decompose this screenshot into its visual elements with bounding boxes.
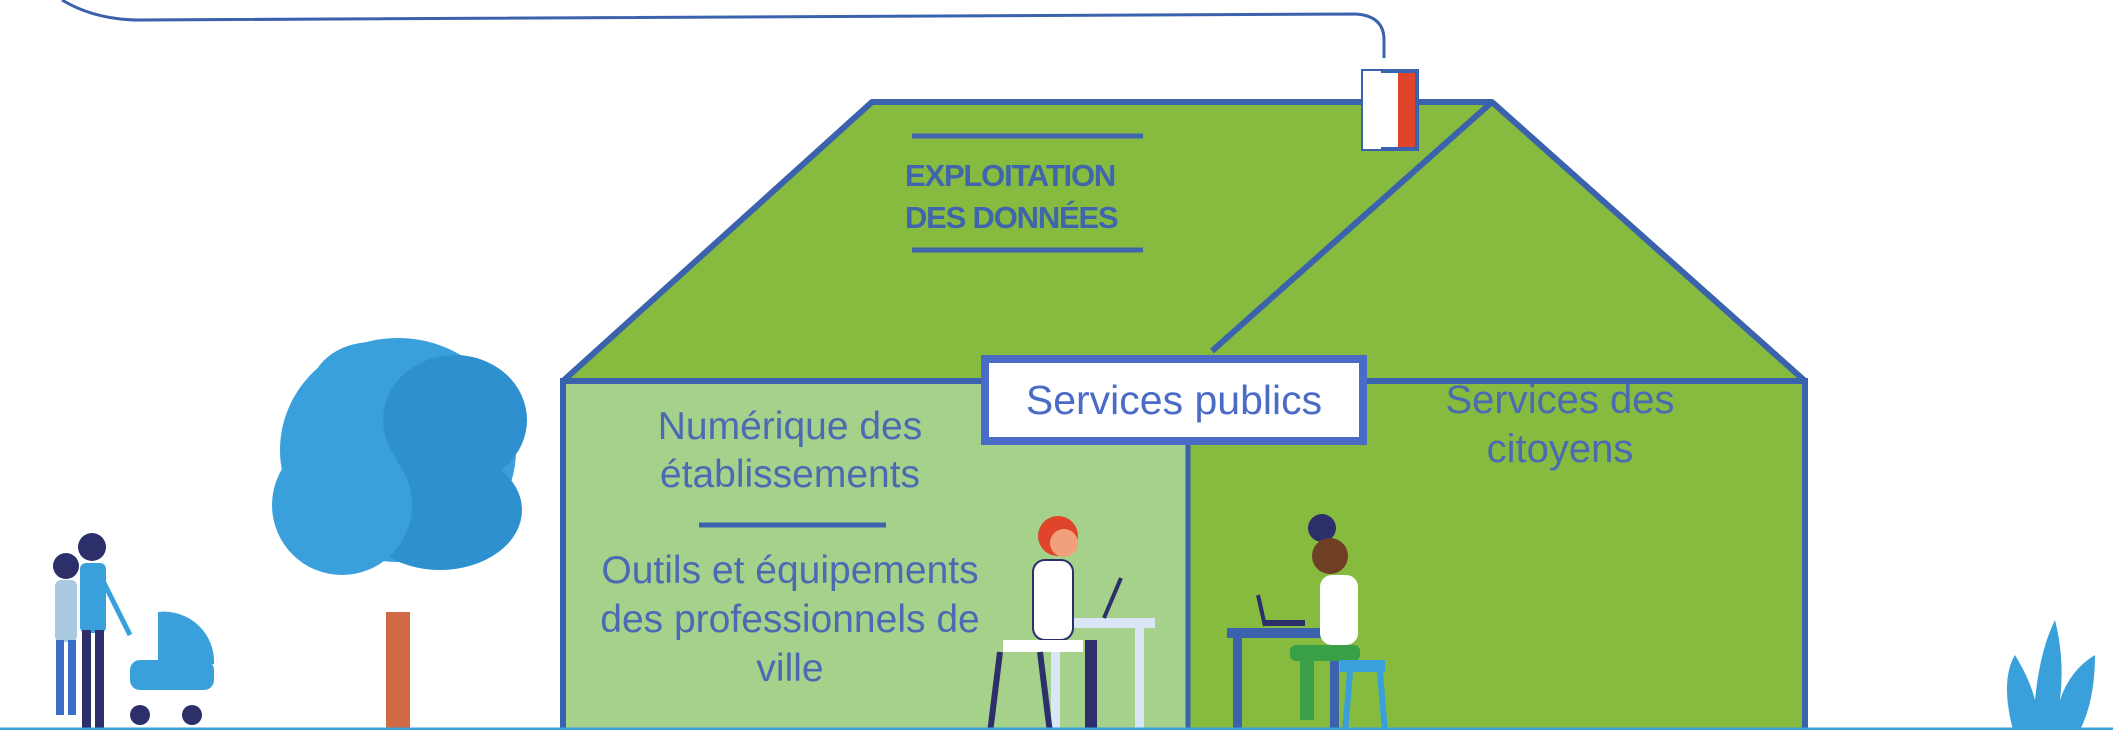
woman-at-laptop-icon	[1227, 514, 1388, 730]
left-room-top-label-line-1: Numérique des	[657, 405, 923, 448]
doctor-at-desk-icon	[987, 516, 1155, 730]
roof-ridge-line	[1210, 99, 1494, 354]
left-room-bottom-label-line-1: Outils et équipements	[601, 549, 979, 592]
left-room-top-label-line-2: établissements	[659, 452, 921, 496]
services-publics-box: Services publics	[981, 355, 1367, 445]
right-room-label-line-2: citoyens	[1486, 426, 1634, 471]
left-room-bottom-label: Outils et équipements des professionnels…	[570, 546, 1010, 693]
right-room-label-line-1: Services des	[1445, 378, 1675, 422]
roof-title: EXPLOITATION DES DONNÉES	[905, 155, 1160, 239]
right-room-label: Services des citoyens	[1380, 376, 1740, 474]
left-room-top-label: Numérique des établissements	[600, 403, 980, 498]
family-with-stroller-icon	[53, 533, 215, 730]
plant-icon	[2006, 620, 2095, 730]
services-publics-label: Services publics	[1025, 376, 1323, 423]
roof-title-line-2: DES DONNÉES	[905, 200, 1119, 235]
flag-icon	[1361, 69, 1419, 151]
tree-icon	[272, 338, 527, 730]
left-room-bottom-label-line-3: ville	[756, 647, 824, 691]
roof-title-line-1: EXPLOITATION	[905, 158, 1116, 193]
left-room-bottom-label-line-2: des professionnels de	[600, 598, 980, 642]
roof	[560, 99, 1808, 384]
connector-line	[61, 0, 1386, 58]
